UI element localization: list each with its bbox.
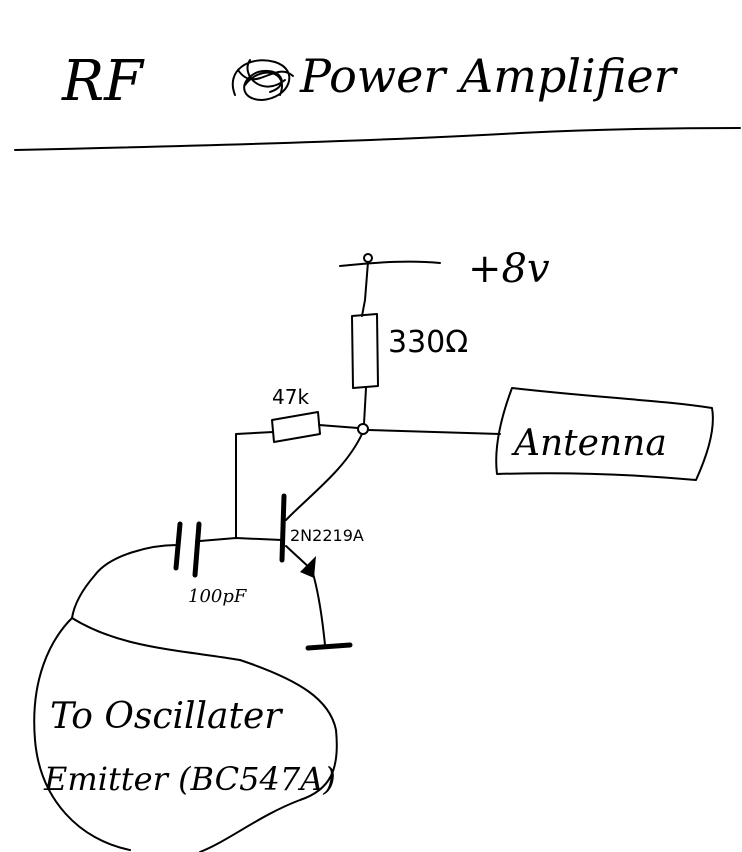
wire-resistor-node — [363, 387, 367, 425]
wire-input — [71, 544, 178, 619]
supply-label: +8v — [468, 246, 550, 292]
title-main: Power Amplifier — [299, 49, 679, 103]
capacitor-plate-right — [192, 521, 202, 578]
emitter-arrow-icon — [300, 556, 316, 578]
title-rf: RF — [61, 49, 145, 114]
supply-node — [363, 253, 373, 263]
input-note-line2: Emitter (BC547A) — [43, 760, 336, 798]
input-note-outline — [33, 617, 338, 852]
wire-base — [199, 537, 283, 542]
antenna-label: Antenna — [511, 423, 667, 464]
bias-resistor-label: 47k — [272, 385, 309, 409]
transistor-base-bar — [279, 493, 287, 563]
input-note-line1: To Oscillater — [50, 696, 283, 737]
collector-resistor-label: 330Ω — [388, 325, 468, 360]
wire-node-bias — [318, 424, 359, 429]
transistor-collector — [285, 433, 363, 521]
ground-symbol-icon — [305, 642, 353, 651]
supply-rail — [339, 260, 441, 267]
wire-bias-base — [235, 431, 274, 539]
collector-resistor — [351, 313, 379, 389]
transistor-emitter — [285, 545, 326, 646]
capacitor-label: 100pF — [188, 586, 248, 607]
wire-supply-resistor — [361, 261, 369, 317]
scribbled-out-word — [231, 59, 294, 101]
wire-antenna — [367, 429, 501, 435]
capacitor-plate-left — [173, 521, 183, 571]
transistor-label: 2N2219A — [290, 526, 364, 545]
title-divider — [14, 127, 741, 151]
bias-resistor — [271, 411, 321, 443]
antenna-box — [495, 387, 714, 481]
collector-node — [357, 423, 369, 435]
